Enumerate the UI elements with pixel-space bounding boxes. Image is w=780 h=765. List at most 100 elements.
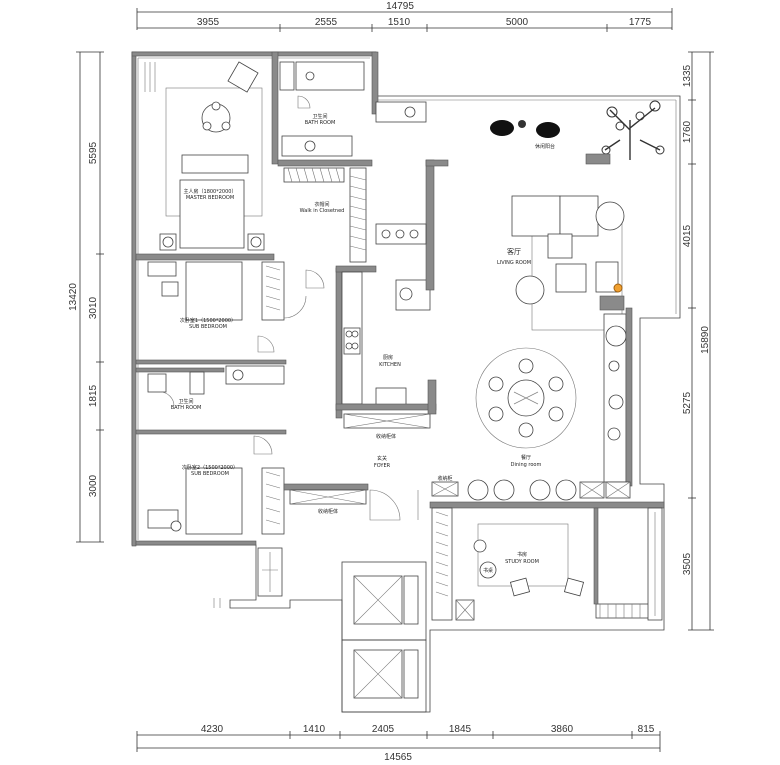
right-dim-3: 4015 (682, 224, 693, 247)
master-bedroom-label-en: MASTER BEDROOM (186, 195, 234, 201)
closet-rail-side (349, 167, 367, 263)
top-dimension-chain: 14795 3955 2555 1510 5000 1775 (136, 1, 673, 32)
top-total-dimension: 14795 (386, 1, 414, 12)
left-dim-3: 1815 (88, 384, 99, 407)
top-dim-1: 3955 (197, 17, 220, 28)
bottom-dim-4: 1845 (449, 724, 472, 735)
kitchen-label-cn: 厨房 (383, 354, 393, 361)
right-dim-2: 1760 (682, 120, 693, 143)
wardrobe-2 (261, 467, 285, 535)
bottom-dim-3: 2405 (372, 724, 395, 735)
storage2-label: 收纳柜体 (376, 433, 396, 440)
sub-bedroom-2: 次卧室2（1500*2000） SUB BEDROOM (135, 435, 285, 608)
right-dim-1: 1335 (682, 64, 693, 87)
lamp-icon (613, 283, 623, 293)
left-dim-2: 3010 (88, 296, 99, 319)
dining-rug (475, 347, 577, 449)
left-dim-1: 5595 (88, 141, 99, 164)
sub-bedroom2-label-en: SUB BEDROOM (191, 471, 229, 477)
side-table (595, 201, 625, 231)
living-label-cn: 客厅 (507, 247, 521, 256)
sub-bedroom-1: 次卧室1（1500*2000） SUB BEDROOM (135, 261, 325, 365)
bath1-label-en: BATH ROOM (305, 120, 336, 126)
master-bed (179, 179, 245, 249)
bottom-total-dimension: 14565 (384, 752, 412, 763)
top-dim-3: 1510 (388, 17, 411, 28)
master-bedroom-south-wall (135, 253, 275, 261)
top-dim-2: 2555 (315, 17, 338, 28)
master-bedroom: 主人房（1800*2000） MASTER BEDROOM (135, 51, 279, 261)
sub-bed-2 (185, 467, 243, 535)
sub-bedroom1-label-en: SUB BEDROOM (189, 324, 227, 330)
foyer: 玄关 FOYER 收纳柜 (374, 455, 631, 501)
bench (181, 154, 249, 174)
exterior-walls (131, 51, 681, 713)
study-room: 书桌 书房 STUDY ROOM (429, 501, 665, 621)
master-bedroom-label-cn: 主人房（1800*2000） (184, 188, 237, 195)
walkin-closet: 衣帽间 Walk in Closetned (277, 159, 373, 263)
bottom-dim-5: 3860 (551, 724, 574, 735)
balcony-label: 休闲阳台 (535, 143, 555, 150)
master-bedroom-east-wall (271, 51, 279, 165)
sofa-left (511, 195, 561, 237)
bath2-label-en: BATH ROOM (171, 405, 202, 411)
bottom-dim-2: 1410 (303, 724, 326, 735)
east-cabinet-column (599, 295, 633, 487)
top-dim-4: 5000 (506, 17, 529, 28)
armchair-living (547, 233, 573, 259)
top-exterior-wall (131, 51, 377, 57)
dining-room: 餐厅 Dining room (475, 347, 577, 468)
master-bath: 卫生间 BATH ROOM (279, 61, 365, 157)
bath2-label-cn: 卫生间 (178, 398, 193, 405)
bedroom2-door-swing (253, 435, 273, 455)
foyer-label-cn: 玄关 (377, 455, 387, 462)
balcony-plant-1 (490, 120, 514, 136)
vanity (281, 135, 353, 157)
armchair (227, 61, 259, 93)
walkin-label-en: Walk in Closetned (300, 208, 345, 214)
living-room: 客厅 LIVING ROOM (497, 195, 625, 331)
top-dim-5: 1775 (629, 17, 652, 28)
top-notch-wall (371, 51, 379, 115)
walkin-label-cn: 衣帽间 (314, 201, 329, 208)
sub-bed-1 (185, 261, 243, 321)
storage3-label: 收纳柜 (437, 475, 452, 482)
bath-2: 卫生间 BATH ROOM (135, 365, 287, 435)
left-dim-4: 3000 (88, 474, 99, 497)
bottom-dim-1: 4230 (201, 724, 224, 735)
study-label-cn: 书房 (517, 551, 527, 558)
left-exterior-wall (131, 51, 137, 547)
bath1-label-cn: 卫生间 (312, 113, 327, 120)
entry-door-swing (369, 489, 401, 521)
left-total-dimension: 13420 (68, 283, 79, 311)
toilet (189, 371, 205, 395)
storage1-label: 收纳柜体 (318, 508, 338, 515)
study-label-en: STUDY ROOM (505, 559, 539, 565)
foyer-label-en: FOYER (374, 463, 391, 469)
sub-bedroom1-label-cn: 次卧室1（1500*2000） (180, 317, 236, 324)
left-dimension-chain: 13420 5595 3010 1815 3000 (68, 51, 104, 543)
corridor-storage: 收纳柜体 (283, 483, 401, 521)
right-total-dimension: 15890 (700, 326, 711, 354)
desk-chair (479, 561, 497, 579)
balcony-plant-2 (536, 122, 560, 138)
ottoman (515, 275, 545, 305)
kitchen-label-en: KITCHEN (379, 362, 401, 368)
bath1-door-swing (297, 95, 311, 109)
tree-icon (601, 100, 665, 160)
bedroom1-door-swing (257, 335, 275, 353)
dining-label-cn: 餐厅 (521, 454, 531, 461)
right-dim-4: 5275 (682, 391, 693, 414)
bottom-dimension-chain: 4230 1410 2405 1845 3860 815 14565 (136, 724, 661, 763)
elevator-core (341, 561, 427, 713)
dining-label-en: Dining room (511, 462, 542, 468)
kitchen: 收纳柜体 厨房 KITCHEN (335, 101, 449, 440)
wardrobe-1 (261, 261, 285, 321)
right-dim-5: 3505 (682, 552, 693, 575)
living-label-en: LIVING ROOM (497, 260, 531, 266)
right-dimension-chain: 1335 1760 4015 5275 3505 15890 (682, 51, 714, 631)
coffee-table (555, 263, 587, 293)
sub-bedroom2-label-cn: 次卧室2（1500*2000） (182, 464, 238, 471)
bottom-dim-6: 815 (638, 724, 655, 735)
